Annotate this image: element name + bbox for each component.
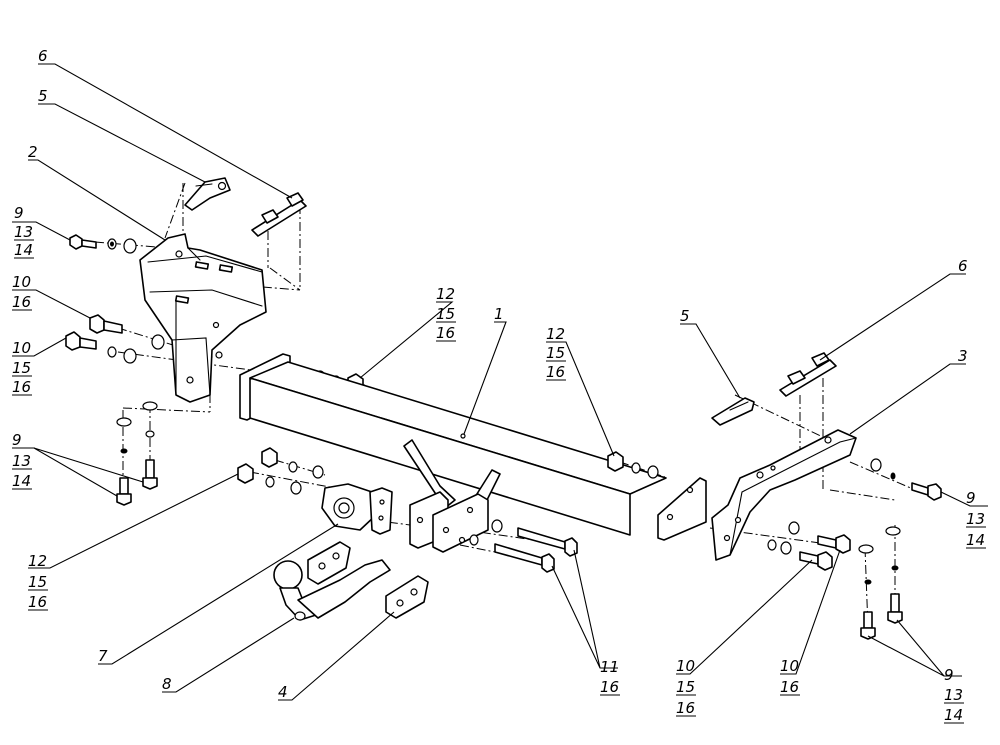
mounting-plates-part-4	[307, 541, 429, 619]
callout-underlines	[12, 239, 986, 724]
callout-3-line-1: 3	[958, 347, 968, 365]
callout-labels: 6 5 2 9 13 14 10 16 10 15 16 9 13 14 12 …	[12, 47, 985, 724]
callout-5-left-line-1: 5	[38, 87, 48, 105]
callout-9-13-14-upper-line-3: 14	[14, 241, 33, 259]
callout-9-13-14-right-line-3: 14	[966, 531, 985, 549]
left-nut-plate-part-6	[251, 192, 307, 237]
right-nut-plate-part-6	[779, 352, 837, 397]
callout-10-15-16-left-line-2: 15	[12, 359, 31, 377]
callout-12-15-16-top-line-1: 12	[436, 285, 455, 303]
callout-9-13-14-bottom-right-line-1: 9	[944, 666, 954, 684]
callout-12-15-16-mid-line-1: 12	[546, 325, 565, 343]
callout-12-15-16-bottom-line-3: 16	[28, 593, 47, 611]
callout-9-13-14-right-line-2: 13	[966, 510, 985, 528]
callout-9-13-14-left-line-2: 13	[12, 452, 31, 470]
callout-9-13-14-upper-line-2: 13	[14, 223, 33, 241]
callout-10-15-16-right-line-2: 15	[676, 678, 695, 696]
callout-12-15-16-mid-line-2: 15	[546, 344, 565, 362]
callout-9-13-14-bottom-right-line-3: 14	[944, 706, 963, 724]
callout-12-15-16-top-line-3: 16	[436, 324, 455, 342]
leader-lines	[12, 63, 988, 701]
callout-9-13-14-bottom-right-line-2: 13	[944, 686, 963, 704]
assembly-axes	[94, 182, 921, 629]
right-fasteners	[607, 451, 942, 640]
center-fasteners	[237, 447, 578, 573]
main-beam-part-1	[239, 353, 707, 541]
left-plate-part-5	[184, 177, 231, 211]
callout-10-16-right-line-2: 16	[780, 678, 799, 696]
callout-12-15-16-mid-line-3: 16	[546, 363, 565, 381]
callout-11-16-line-1: 11	[600, 658, 619, 676]
callout-5-right-line-1: 5	[680, 307, 690, 325]
left-bracket-part-2	[139, 233, 267, 403]
callout-7-line-1: 7	[98, 647, 108, 665]
callout-11-16-line-2: 16	[600, 678, 619, 696]
callout-9-13-14-left-line-1: 9	[12, 431, 22, 449]
callout-10-15-16-left-line-1: 10	[12, 339, 31, 357]
tow-ball-part-8	[273, 559, 391, 621]
callout-10-15-16-right-line-1: 10	[676, 657, 695, 675]
callout-9-13-14-left-line-3: 14	[12, 472, 31, 490]
callout-10-16-left-line-1: 10	[12, 273, 31, 291]
center-mount-bracket	[403, 439, 501, 553]
right-bracket-part-3	[711, 429, 857, 561]
callout-12-15-16-bottom-line-2: 15	[28, 573, 47, 591]
callout-4-line-1: 4	[278, 683, 288, 701]
callout-12-15-16-top-line-2: 15	[436, 305, 455, 323]
callout-9-13-14-right-line-1: 9	[966, 489, 976, 507]
callout-8-line-1: 8	[162, 675, 172, 693]
callout-10-16-left-line-2: 16	[12, 293, 31, 311]
callout-12-15-16-bottom-line-1: 12	[28, 552, 47, 570]
callout-2-line-1: 2	[28, 143, 38, 161]
callout-6-left-line-1: 6	[38, 47, 48, 65]
callout-10-16-right-line-1: 10	[780, 657, 799, 675]
callout-10-15-16-right-line-3: 16	[676, 699, 695, 717]
callout-6-right-line-1: 6	[958, 257, 968, 275]
right-plate-part-5	[711, 397, 755, 426]
callout-10-15-16-left-line-3: 16	[12, 378, 31, 396]
callout-1-line-1: 1	[494, 305, 504, 323]
callout-9-13-14-upper-line-1: 9	[14, 204, 24, 222]
socket-plate-part-7	[321, 483, 393, 535]
